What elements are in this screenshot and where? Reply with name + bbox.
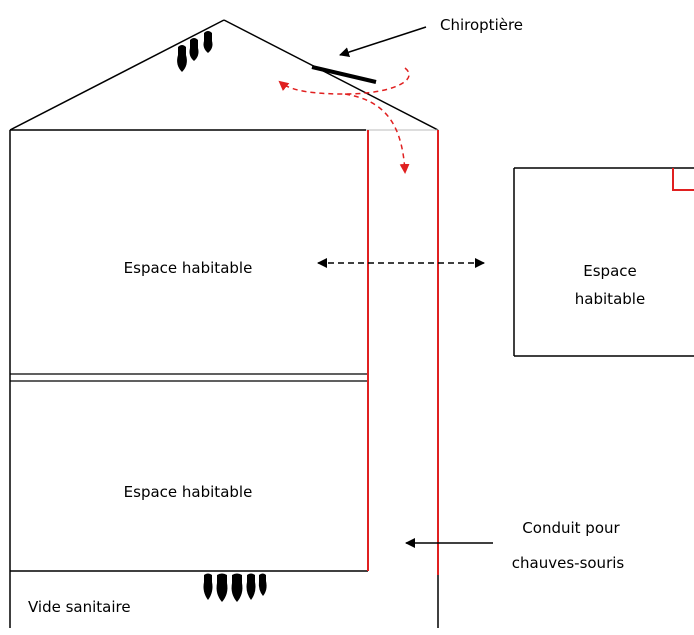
label-conduit-line2: chauves-souris xyxy=(512,554,625,572)
bat-group-crawlspace xyxy=(203,573,267,602)
label-espace-habitable-right-line1: Espace xyxy=(583,262,636,280)
chiroptiere-slot xyxy=(311,65,377,84)
label-espace-habitable-right-line2: habitable xyxy=(575,290,645,308)
house-walls xyxy=(9,129,439,628)
label-vide-sanitaire: Vide sanitaire xyxy=(28,598,131,616)
bat-group-roof xyxy=(177,31,213,72)
room-box-right xyxy=(513,167,694,357)
roof xyxy=(9,19,439,131)
chiroptiere-pointer-arrow xyxy=(339,26,427,57)
label-espace-habitable-upper: Espace habitable xyxy=(124,259,253,277)
bat-conduit xyxy=(367,130,439,575)
label-conduit-line1: Conduit pour xyxy=(522,519,620,537)
label-espace-habitable-lower: Espace habitable xyxy=(124,483,253,501)
bat-flight-path xyxy=(278,67,410,174)
floor-divider xyxy=(10,373,368,382)
label-chiroptiere: Chiroptière xyxy=(440,16,523,34)
bat-entry-icon xyxy=(672,168,694,191)
